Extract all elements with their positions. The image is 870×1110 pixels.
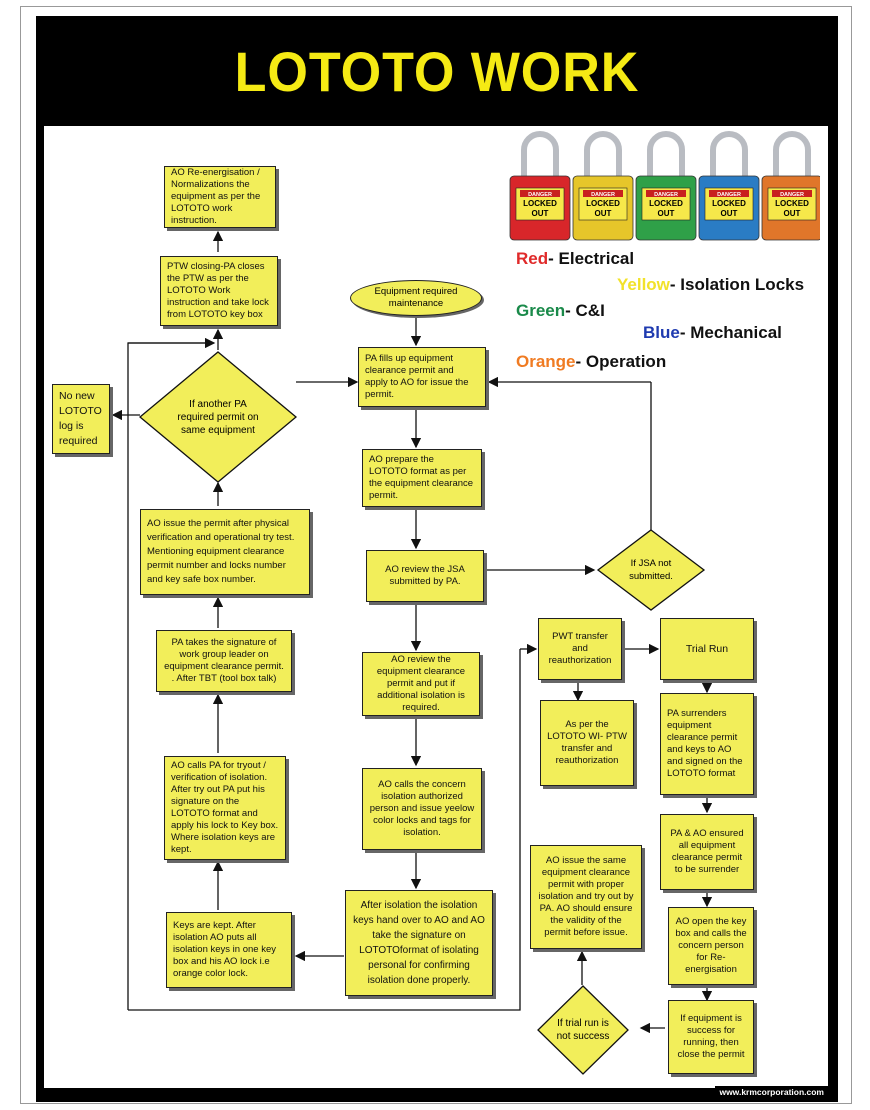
legend-yellow-label: - Isolation Locks: [669, 275, 805, 294]
padlock-text-2: OUT: [532, 209, 549, 218]
node-ptw-closing: PTW closing-PA closes the PTW as per the…: [160, 256, 278, 326]
decision-trial-not: [537, 985, 629, 1075]
node-reenergise-text: AO Re-energisation / Normalizations the …: [171, 167, 261, 226]
padlock-text-1: LOCKED: [649, 199, 683, 208]
legend-blue-word: Blue: [643, 323, 680, 342]
node-pwt-transfer-text: PWT transfer and reauthorization: [548, 631, 612, 666]
node-pa-surrenders-text: PA surrenders equipment clearance permit…: [667, 708, 743, 779]
legend-orange: Orange- Operation: [516, 352, 666, 372]
node-eq-success-text: If equipment is success for running, the…: [677, 1013, 745, 1060]
padlock-text-1: LOCKED: [586, 199, 620, 208]
node-eq-success: If equipment is success for running, the…: [668, 1000, 754, 1074]
legend-green-word: Green: [516, 301, 566, 320]
padlock-text-1: LOCKED: [775, 199, 809, 208]
padlock-tag-text: DANGER: [591, 192, 615, 198]
start-equipment-required: Equipment required maintenance: [350, 280, 482, 316]
node-pa-ao-ensured: PA & AO ensured all equipment clearance …: [660, 814, 754, 890]
padlock-text-2: OUT: [658, 209, 675, 218]
legend-red: Red- Electrical: [516, 249, 634, 269]
start-equipment-required-text: Equipment required maintenance: [374, 286, 458, 309]
padlock-text-1: LOCKED: [712, 199, 746, 208]
node-ao-issue-text: AO issue the permit after physical verif…: [147, 518, 295, 585]
node-pa-signature: PA takes the signature of work group lea…: [156, 630, 292, 692]
footer-website: www.krmcorporation.com: [715, 1086, 828, 1098]
node-reenergise: AO Re-energisation / Normalizations the …: [164, 166, 276, 228]
padlock-tag-text: DANGER: [654, 192, 678, 198]
node-pa-fills: PA fills up equipment clearance permit a…: [358, 347, 486, 407]
decision-jsa-not-text: If JSA not submitted.: [629, 558, 673, 582]
legend-orange-label: - Operation: [575, 352, 667, 371]
decision-another-pa-text: If another PA required permit on same eq…: [177, 398, 259, 436]
node-ao-open-key: AO open the key box and calls the concer…: [668, 907, 754, 985]
legend-blue: Blue- Mechanical: [643, 323, 782, 343]
decision-trial-not-text: If trial run is not success: [556, 1018, 610, 1042]
node-trial-run-text: Trial Run: [685, 643, 729, 655]
legend-green-label: - C&I: [565, 301, 605, 320]
node-trial-run: Trial Run: [660, 618, 754, 680]
node-ao-review-eq: AO review the equipment clearance permit…: [362, 652, 480, 716]
node-no-new-log: No new LOTOTO log is required: [52, 384, 110, 454]
legend-green: Green- C&I: [516, 301, 605, 321]
node-pa-fills-text: PA fills up equipment clearance permit a…: [365, 353, 469, 400]
node-pa-surrenders: PA surrenders equipment clearance permit…: [660, 693, 754, 795]
legend-blue-label: - Mechanical: [679, 323, 782, 342]
node-ao-issue-same-text: AO issue the same equipment clearance pe…: [538, 855, 634, 938]
node-as-per-text: As per the LOTOTO WI- PTW transfer and r…: [547, 719, 627, 766]
node-after-isolation-text: After isolation the isolation keys hand …: [353, 900, 485, 986]
padlock-text-2: OUT: [595, 209, 612, 218]
padlock-text-2: OUT: [721, 209, 738, 218]
node-ao-prepare: AO prepare the LOTOTO format as per the …: [362, 449, 482, 507]
legend-red-label: - Electrical: [548, 249, 635, 268]
node-no-new-log-text: No new LOTOTO log is required: [59, 390, 102, 447]
decision-jsa-not: [596, 529, 706, 611]
padlock-row: DANGERLOCKEDOUTDANGERLOCKEDOUTDANGERLOCK…: [509, 131, 820, 241]
node-ao-review-eq-text: AO review the equipment clearance permit…: [376, 654, 466, 713]
padlock-tag-text: DANGER: [780, 192, 804, 198]
padlock-text-2: OUT: [784, 209, 801, 218]
padlock-tag-text: DANGER: [717, 192, 741, 198]
node-ao-issue-same: AO issue the same equipment clearance pe…: [530, 845, 642, 949]
node-ao-prepare-text: AO prepare the LOTOTO format as per the …: [369, 454, 474, 501]
node-pwt-transfer: PWT transfer and reauthorization: [538, 618, 622, 680]
node-after-isolation: After isolation the isolation keys hand …: [345, 890, 493, 996]
node-ao-issue: AO issue the permit after physical verif…: [140, 509, 310, 595]
node-as-per: As per the LOTOTO WI- PTW transfer and r…: [540, 700, 634, 786]
node-ao-review-jsa: AO review the JSA submitted by PA.: [366, 550, 484, 602]
node-ao-calls-pa-text: AO calls PA for tryout / verification of…: [171, 760, 279, 855]
legend-red-word: Red: [516, 249, 549, 268]
node-ao-open-key-text: AO open the key box and calls the concer…: [675, 916, 747, 975]
node-ao-calls-concern: AO calls the concern isolation authorize…: [362, 768, 482, 850]
padlock-tag-text: DANGER: [528, 192, 552, 198]
legend-orange-word: Orange: [516, 352, 576, 371]
node-ao-calls-pa: AO calls PA for tryout / verification of…: [164, 756, 286, 860]
legend-yellow-word: Yellow: [617, 275, 670, 294]
node-pa-signature-text: PA takes the signature of work group lea…: [164, 637, 284, 684]
node-keys-kept-text: Keys are kept. After isolation AO puts a…: [173, 920, 276, 979]
legend-yellow: Yellow- Isolation Locks: [617, 275, 804, 295]
node-keys-kept: Keys are kept. After isolation AO puts a…: [166, 912, 292, 988]
decision-another-pa: [138, 351, 298, 483]
node-ao-calls-concern-text: AO calls the concern isolation authorize…: [369, 779, 475, 838]
node-ptw-closing-text: PTW closing-PA closes the PTW as per the…: [167, 261, 269, 320]
node-pa-ao-ensured-text: PA & AO ensured all equipment clearance …: [670, 828, 744, 875]
padlock-text-1: LOCKED: [523, 199, 557, 208]
node-ao-review-jsa-text: AO review the JSA submitted by PA.: [385, 564, 465, 587]
